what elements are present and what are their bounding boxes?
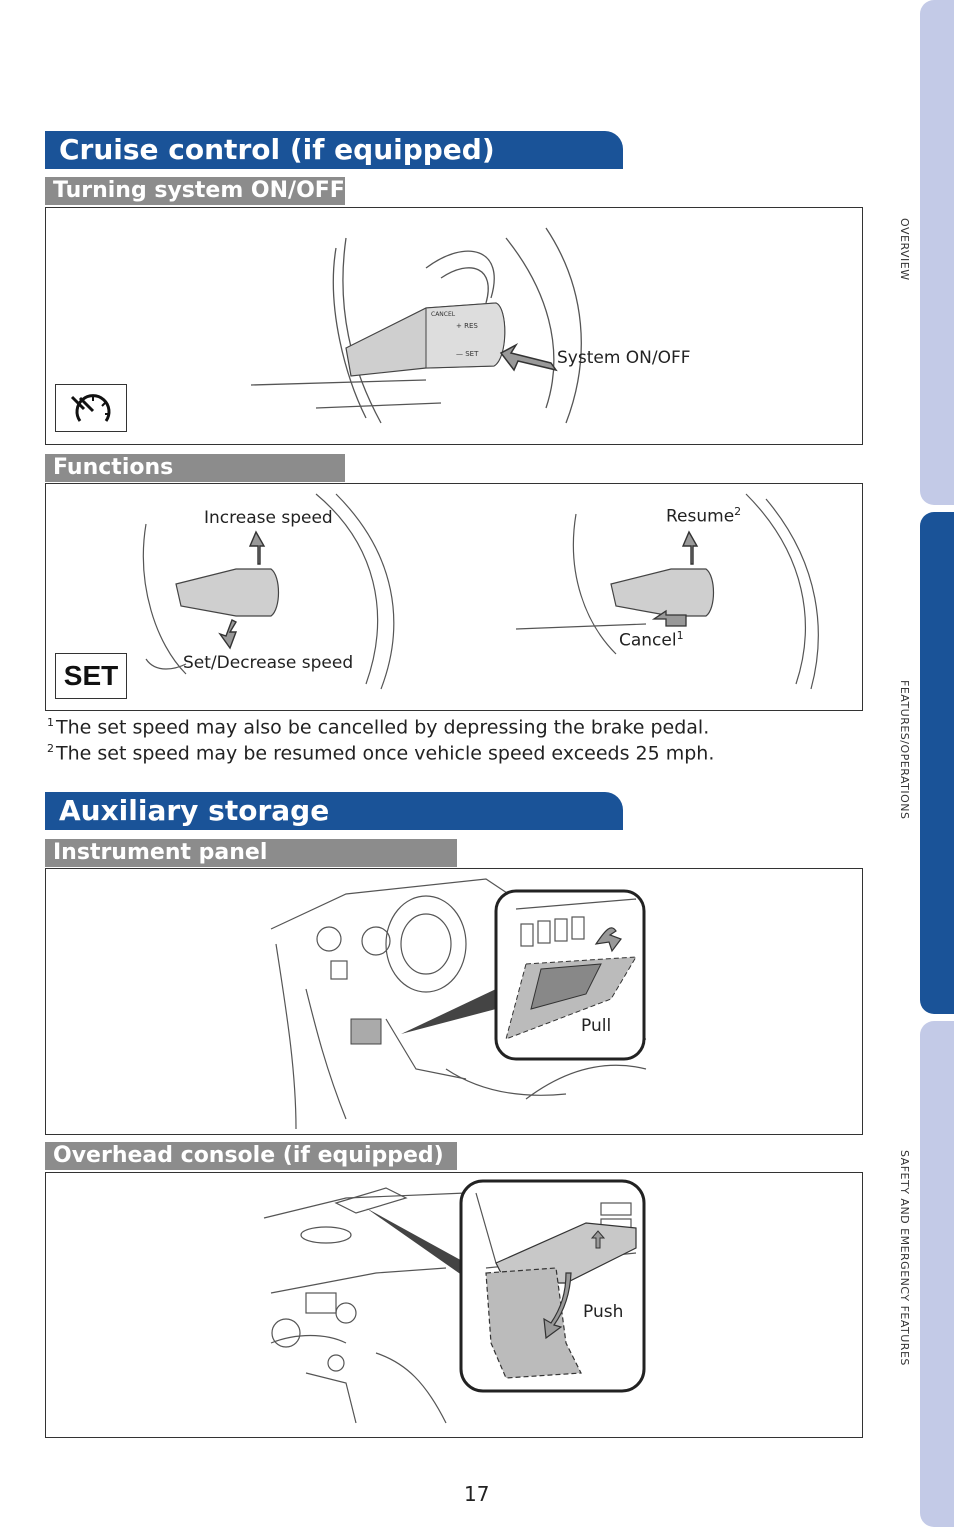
tab-overview[interactable] — [920, 0, 954, 505]
cruise-control-icon — [55, 384, 127, 432]
functions-heading: Functions — [45, 454, 345, 482]
cruise-control-title: Cruise control (if equipped) — [45, 131, 623, 169]
resume-label: Resume2 — [666, 505, 742, 527]
svg-text:+ RES: + RES — [456, 322, 478, 330]
stalk-functions-illustration — [142, 493, 819, 690]
tab-features-operations[interactable] — [920, 512, 954, 1014]
instrument-panel-heading: Instrument panel — [45, 839, 457, 867]
tab-label-features: FEATURES/OPERATIONS — [898, 680, 911, 820]
system-on-off-label: System ON/OFF — [557, 348, 691, 368]
tab-label-overview: OVERVIEW — [898, 218, 911, 281]
instrument-panel-illustration — [270, 878, 647, 1130]
pull-label: Pull — [581, 1016, 612, 1036]
set-badge-icon: SET — [55, 653, 127, 699]
auxiliary-storage-title: Auxiliary storage — [45, 792, 623, 830]
on-off-figure: + RES — SET CANCEL System ON/OFF — [45, 207, 863, 445]
instrument-panel-figure: Pull — [45, 868, 863, 1135]
overhead-console-illustration — [263, 1179, 646, 1424]
on-off-heading: Turning system ON/OFF — [45, 177, 345, 205]
overhead-console-figure: Push — [45, 1172, 863, 1438]
svg-text:CANCEL: CANCEL — [431, 311, 456, 318]
tab-label-safety: SAFETY AND EMERGENCY FEATURES — [898, 1150, 911, 1366]
steering-column-illustration: + RES — SET CANCEL — [250, 227, 582, 424]
push-label: Push — [583, 1302, 624, 1322]
tab-safety-emergency[interactable] — [920, 1021, 954, 1527]
cancel-label: Cancel1 — [619, 629, 684, 651]
page-number: 17 — [464, 1482, 490, 1506]
set-decrease-speed-label: Set/Decrease speed — [183, 653, 354, 673]
increase-speed-label: Increase speed — [204, 508, 333, 528]
svg-text:— SET: — SET — [456, 350, 479, 358]
overhead-console-heading: Overhead console (if equipped) — [45, 1142, 457, 1170]
functions-figure: Increase speed Set/Decrease speed Resume… — [45, 483, 863, 711]
